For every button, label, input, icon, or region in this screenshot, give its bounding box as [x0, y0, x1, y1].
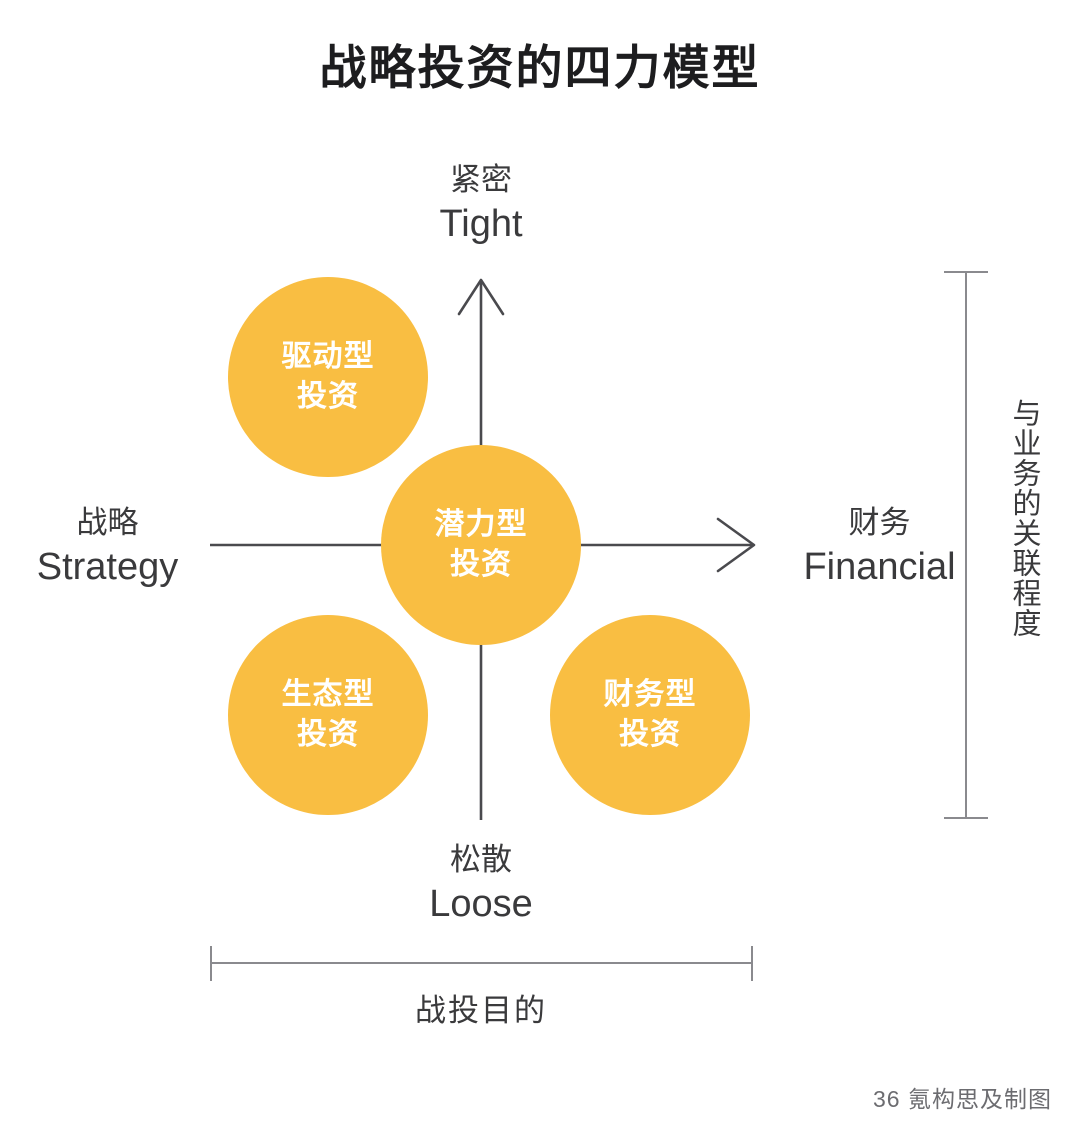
bubble-financial-investment: 财务型 投资 [550, 615, 750, 815]
bubble-eco-line2: 投资 [297, 718, 359, 751]
axis-label-left-cn: 战略 [76, 505, 139, 540]
axis-label-bottom: 松散 Loose [381, 840, 581, 928]
axis-label-right: 财务 Financial [772, 503, 987, 591]
right-bracket-caption: 与业务的关联程度 [1008, 398, 1040, 638]
axis-label-left-en: Strategy [36, 545, 179, 588]
bubble-financial-line2: 投资 [619, 718, 681, 751]
bubble-potential-line1: 潜力型 [434, 508, 528, 542]
axis-label-top: 紧密 Tight [381, 160, 581, 248]
axis-label-bottom-cn: 松散 [450, 842, 512, 877]
bubble-eco-line1: 生态型 [281, 678, 375, 712]
x-axis-arrowhead-icon [716, 517, 756, 573]
axis-label-top-cn: 紧密 [450, 162, 512, 197]
axis-label-left: 战略 Strategy [5, 503, 210, 591]
y-axis-arrowhead-icon [457, 278, 505, 316]
axis-label-right-cn: 财务 [848, 505, 911, 540]
axis-label-top-en: Tight [439, 202, 523, 245]
bottom-bracket-caption: 战投目的 [415, 993, 547, 1028]
bubble-potential-line2: 投资 [450, 548, 512, 581]
page-title: 战略投资的四力模型 [319, 41, 761, 94]
bubble-ecosystem-investment: 生态型 投资 [228, 615, 428, 815]
bubble-potential-investment: 潜力型 投资 [381, 445, 581, 645]
bubble-driver-investment: 驱动型 投资 [228, 277, 428, 477]
bubble-driver-line2: 投资 [297, 380, 359, 413]
source-credit: 36 氪构思及制图 [873, 1086, 1052, 1112]
bubble-driver-line1: 驱动型 [281, 340, 375, 374]
axis-label-right-en: Financial [803, 545, 956, 588]
axis-label-bottom-en: Loose [429, 882, 533, 925]
bubble-financial-line1: 财务型 [603, 678, 697, 712]
